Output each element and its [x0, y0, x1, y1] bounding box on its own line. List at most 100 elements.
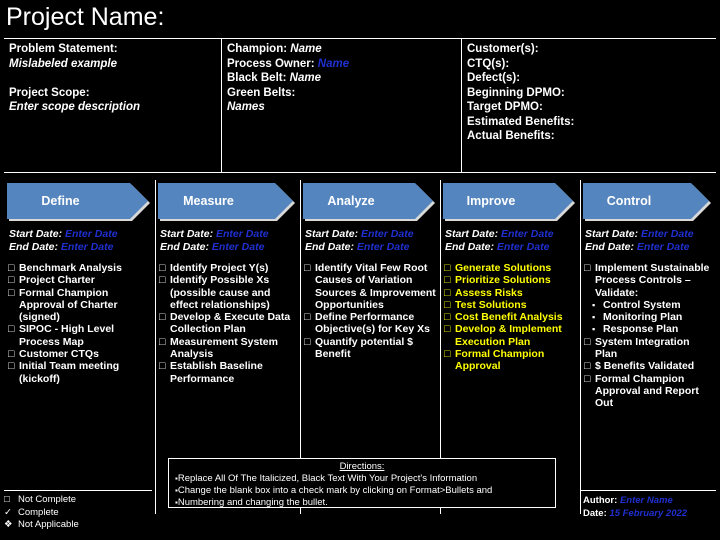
header-problem-column: Problem Statement: Mislabeled example Pr… [4, 39, 222, 172]
checkbox-icon[interactable]: □ [8, 262, 15, 274]
start-date-row: Start Date: Enter Date [305, 228, 440, 241]
start-date-label: Start Date: [585, 228, 642, 240]
bullet-icon: ▪ [175, 486, 178, 495]
checklist-sub-item[interactable]: ▪ Monitoring Plan [584, 311, 713, 323]
checklist-item-label: Develop & Execute Data Collection Plan [170, 311, 291, 336]
checklist-item[interactable]: □ Develop & Execute Data Collection Plan [159, 311, 297, 336]
checklist-item[interactable]: □ Establish Baseline Performance [159, 360, 297, 385]
checklist-sub-item[interactable]: ▪ Control System [584, 299, 713, 311]
checkbox-icon[interactable]: □ [444, 348, 451, 361]
checklist-item-label: Identify Possible Xs (possible cause and… [170, 274, 271, 311]
project-scope-value[interactable]: Enter scope description [9, 101, 141, 113]
checkbox-icon[interactable]: □ [159, 311, 166, 324]
end-date-value[interactable]: Enter Date [496, 241, 550, 253]
checklist-item[interactable]: □Generate Solutions [444, 262, 577, 274]
checklist-item[interactable]: □Initial Team meeting (kickoff) [8, 360, 152, 385]
end-date-value[interactable]: Enter Date [636, 241, 690, 253]
checkbox-icon[interactable]: □ [444, 311, 451, 324]
date-value[interactable]: 15 February 2022 [609, 508, 688, 519]
checkbox-icon[interactable]: □ [584, 335, 591, 348]
checklist-item[interactable]: □Prioritize Solutions [444, 274, 577, 286]
checkbox-icon[interactable]: □ [444, 274, 451, 287]
checkbox-icon[interactable]: □ [444, 286, 451, 299]
checkbox-icon[interactable]: □ [304, 335, 311, 348]
checklist-item[interactable]: □ Implement Sustainable Process Controls … [584, 262, 713, 299]
author-value[interactable]: Enter Name [619, 495, 673, 506]
checkbox-icon[interactable]: □ [584, 262, 591, 274]
bullet-icon[interactable]: ▪ [592, 312, 596, 323]
checkbox-icon[interactable]: □ [584, 360, 591, 373]
phase-arrow-improve[interactable]: Improve [443, 183, 555, 219]
checklist-item[interactable]: □Project Charter [8, 274, 152, 286]
checkbox-icon[interactable]: □ [444, 262, 451, 274]
problem-statement-value[interactable]: Mislabeled example [9, 57, 118, 70]
start-date-label: Start Date: [445, 228, 502, 240]
checkbox-icon[interactable]: □ [159, 360, 166, 373]
checklist-item[interactable]: □$ Benefits Validated [584, 360, 713, 372]
checklist-sub-item[interactable]: ▪Response Plan [584, 323, 713, 335]
checklist-item-label: Control System [603, 298, 681, 311]
end-date-value[interactable]: Enter Date [211, 241, 265, 253]
checklist-item[interactable]: □Formal Champion Approval and Report Out [584, 373, 713, 410]
checkbox-icon[interactable]: □ [159, 335, 166, 348]
end-date-row: End Date: Enter Date [305, 241, 440, 254]
start-date-value[interactable]: Enter Date [65, 228, 118, 240]
end-date-row: End Date: Enter Date [445, 241, 580, 254]
role-value[interactable]: Names [227, 101, 265, 113]
checklist-item[interactable]: □Develop & Implement Execution Plan [444, 323, 577, 348]
checklist-item[interactable]: □Identify Project Y(s) [159, 262, 297, 274]
start-date-value[interactable]: Enter Date [501, 228, 554, 240]
checkbox-icon[interactable]: □ [8, 274, 15, 287]
phase-arrow-define[interactable]: Define [7, 183, 130, 219]
start-date-label: Start Date: [160, 228, 217, 240]
checklist-item[interactable]: □Test Solutions [444, 299, 577, 311]
legend-item: ❖ Not Applicable [4, 519, 154, 532]
phase-arrow-control[interactable]: Control [583, 183, 691, 219]
checklist-item-label: Establish Baseline Performance [170, 360, 263, 385]
checklist-item[interactable]: □Assess Risks [444, 287, 577, 299]
checkbox-icon[interactable]: □ [8, 286, 15, 299]
bullet-icon[interactable]: ▪ [592, 299, 596, 310]
checkbox-icon[interactable]: □ [444, 298, 451, 311]
end-date-value[interactable]: Enter Date [356, 241, 410, 253]
checkbox-icon[interactable]: □ [159, 274, 166, 287]
checkbox-icon[interactable]: □ [159, 262, 166, 274]
checklist-item[interactable]: □SIPOC - High Level Process Map [8, 323, 152, 348]
checklist-item[interactable]: □Identify Vital Few Root Causes of Varia… [304, 262, 437, 311]
end-date-row: End Date: Enter Date [585, 241, 716, 254]
start-date-value[interactable]: Enter Date [641, 228, 694, 240]
checkbox-icon[interactable]: □ [304, 311, 311, 324]
checkbox-icon[interactable]: □ [8, 323, 15, 336]
checklist-item[interactable]: □Benchmark Analysis [8, 262, 152, 274]
metric-label: Target DPMO: [467, 101, 543, 113]
bullet-icon[interactable]: ▪ [592, 324, 596, 335]
checklist-item[interactable]: □Measurement System Analysis [159, 336, 297, 361]
checkbox-icon[interactable]: □ [8, 360, 15, 373]
checklist-item[interactable]: □Formal Champion Approval [444, 348, 577, 373]
phase-arrow-analyze[interactable]: Analyze [303, 183, 415, 219]
check-icon: ✓ [4, 506, 12, 518]
end-date-value[interactable]: Enter Date [60, 241, 114, 253]
role-value[interactable]: Name [290, 43, 322, 55]
role-value[interactable]: Name [289, 72, 321, 84]
checklist-item[interactable]: □Formal Champion Approval of Charter (si… [8, 287, 152, 324]
checkbox-icon[interactable]: □ [304, 262, 311, 274]
checklist-item[interactable]: □Customer CTQs [8, 348, 152, 360]
checkbox-icon[interactable]: □ [584, 372, 591, 385]
checkbox-icon[interactable]: □ [444, 323, 451, 336]
start-date-value[interactable]: Enter Date [216, 228, 269, 240]
checklist-item[interactable]: □Cost Benefit Analysis [444, 311, 577, 323]
legend-divider [4, 490, 152, 491]
checklist-item[interactable]: □Quantify potential $ Benefit [304, 336, 437, 361]
checklist-item-label: Monitoring Plan [603, 311, 683, 324]
start-date-value[interactable]: Enter Date [361, 228, 414, 240]
checklist-item[interactable]: □ Identify Possible Xs (possible cause an… [159, 274, 297, 311]
checklist-item-label: Implement Sustainable Process Controls –… [595, 262, 710, 299]
checklist-item[interactable]: □Define Performance Objective(s) for Key… [304, 311, 437, 336]
end-date-label: End Date: [305, 241, 357, 253]
bullet-icon: ▪ [175, 474, 178, 483]
checkbox-icon[interactable]: □ [8, 348, 15, 361]
role-value[interactable]: Name [317, 57, 350, 70]
phase-arrow-measure[interactable]: Measure [158, 183, 275, 219]
checklist-item[interactable]: □System Integration Plan [584, 336, 713, 361]
